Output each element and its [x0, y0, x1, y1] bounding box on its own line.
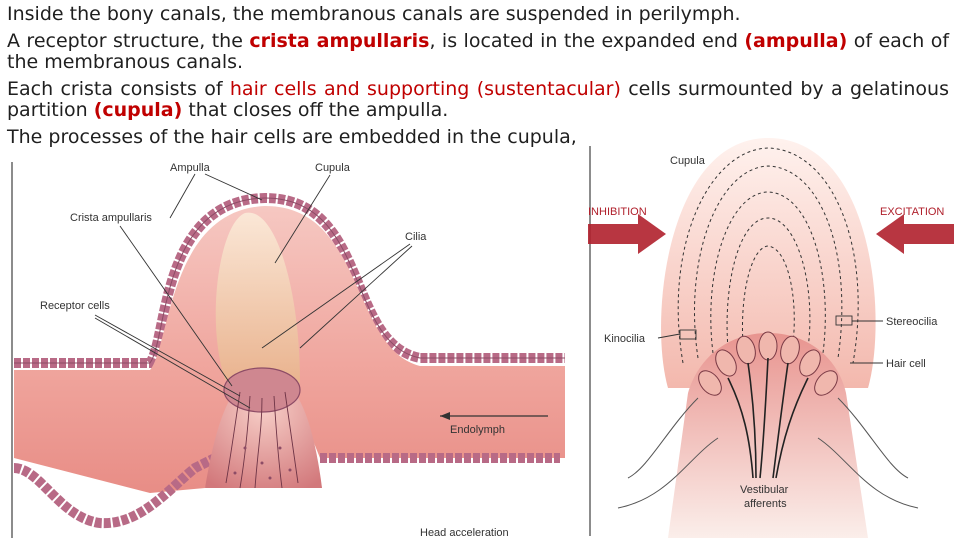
paragraph-2-text-b: , is located in the expanded end [429, 30, 745, 52]
cupula-deflection-illustration: INHIBITION EXCITATION Cupula Stereocilia… [588, 138, 956, 538]
slide-body: Inside the bony canals, the membranous c… [7, 4, 949, 154]
label-vestibular: Vestibular [740, 484, 789, 496]
label-excitation: EXCITATION [880, 206, 944, 218]
paragraph-3-text-c: that closes off the ampulla. [182, 99, 449, 121]
paragraph-1: Inside the bony canals, the membranous c… [7, 4, 949, 25]
paragraph-3-text-b: cells surmounted by a gelatinous partiti… [7, 78, 949, 121]
label-crista-ampullaris: Crista ampullaris [70, 212, 152, 224]
label-ampulla: Ampulla [170, 162, 211, 174]
paragraph-2-text-a: A receptor structure, the [7, 30, 250, 52]
label-cupula-right: Cupula [670, 155, 706, 167]
label-inhibition: INHIBITION [588, 206, 647, 218]
crista-ampullaris-illustration: Ampulla Cupula Crista ampullaris Cilia R… [0, 158, 590, 540]
label-kinocilia: Kinocilia [604, 333, 646, 345]
term-cupula: (cupula) [93, 99, 183, 121]
paragraph-2-text-c: of each of the membranous canals. [7, 30, 950, 73]
label-hair-cell: Hair cell [886, 358, 926, 370]
paragraph-1-text: Inside the bony canals, the membranous c… [7, 3, 741, 25]
label-head-acceleration: Head acceleration [420, 527, 509, 539]
paragraph-4-text: The processes of the hair cells are embe… [7, 126, 577, 148]
paragraph-4: The processes of the hair cells are embe… [7, 127, 949, 148]
label-receptor-cells: Receptor cells [40, 300, 110, 312]
paragraph-3: Each crista consists of hair cells and s… [7, 79, 949, 121]
term-ampulla: (ampulla) [744, 30, 848, 52]
label-cupula: Cupula [315, 162, 351, 174]
term-crista-ampullaris: crista ampullaris [249, 30, 430, 52]
term-hair-cells: hair cells and supporting (sustentacular… [229, 78, 621, 100]
label-afferents: afferents [744, 498, 787, 510]
label-endolymph: Endolymph [450, 424, 505, 436]
label-cilia: Cilia [405, 231, 427, 243]
paragraph-3-text-a: Each crista consists of [7, 78, 230, 100]
label-stereocilia: Stereocilia [886, 316, 938, 328]
paragraph-2: A receptor structure, the crista ampulla… [7, 31, 949, 73]
